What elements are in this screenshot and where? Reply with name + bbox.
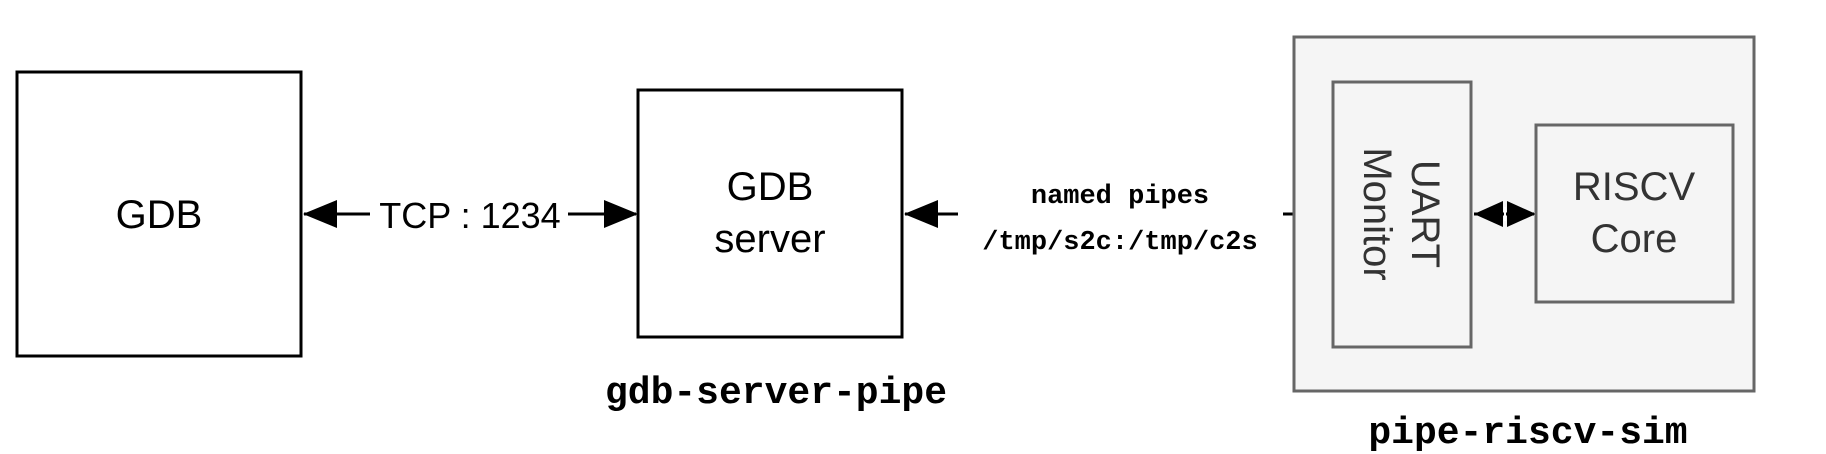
uart-core-arrowhead-left [1474, 201, 1503, 227]
gdb-server-caption: gdb-server-pipe [605, 372, 947, 415]
uart-core-arrowhead-right [1507, 201, 1536, 227]
gdb-server-label-line1: GDB [727, 165, 814, 209]
uart-monitor-label-line1: UART [1403, 160, 1447, 268]
uart-core-edge [1474, 201, 1536, 227]
gdb-server-node: GDB server gdb-server-pipe [605, 88, 947, 415]
pipes-label-line2: /tmp/s2c:/tmp/c2s [982, 228, 1257, 258]
riscv-core-label-line1: RISCV [1573, 165, 1696, 209]
riscv-core-node: RISCV Core [1534, 123, 1735, 304]
gdb-box [15, 70, 303, 358]
gdb-node: GDB [15, 70, 303, 358]
gdb-label: GDB [116, 193, 203, 237]
uart-monitor-box [1331, 80, 1473, 349]
pipes-label-line1: named pipes [1031, 182, 1209, 212]
tcp-arrowhead-left [303, 200, 337, 228]
pipes-arrowhead-left [904, 200, 938, 228]
gdb-server-box [636, 88, 904, 339]
tcp-arrowhead-right [604, 200, 638, 228]
tcp-edge: TCP : 1234 [303, 195, 638, 236]
riscv-core-label-line2: Core [1591, 217, 1678, 261]
gdb-server-label-line2: server [714, 217, 825, 261]
tcp-label: TCP : 1234 [379, 195, 560, 236]
uart-monitor-node: UART Monitor [1331, 80, 1473, 349]
sim-container: pipe-riscv-sim UART Monitor RISCV Core [1292, 35, 1756, 454]
uart-monitor-label-line2: Monitor [1355, 147, 1399, 280]
pipes-edge: named pipes /tmp/s2c:/tmp/c2s [904, 182, 1331, 258]
riscv-core-box [1534, 123, 1735, 304]
sim-caption: pipe-riscv-sim [1368, 412, 1687, 454]
